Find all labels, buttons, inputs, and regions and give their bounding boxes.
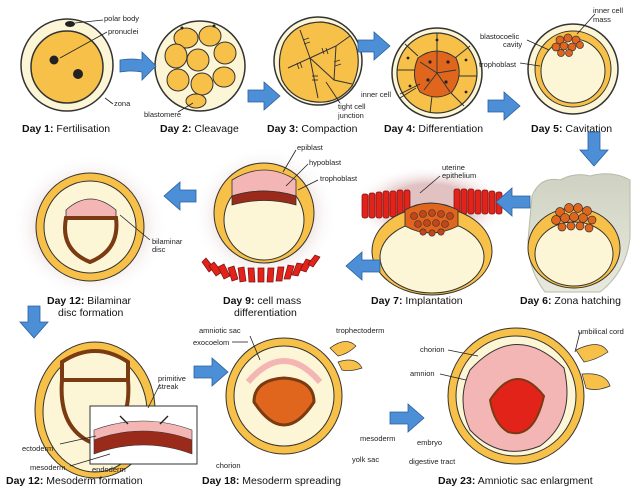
stage-day7-implantation — [352, 166, 508, 296]
umbilical-cord — [575, 344, 611, 390]
flow-arrows — [19, 31, 609, 433]
trophectoderm-villi — [329, 341, 363, 372]
label-primitive-streak: primitive — [158, 374, 186, 383]
label-blastocoelic-cavity: cavity — [503, 40, 522, 49]
arrow-right-icon — [487, 91, 521, 121]
label-mesoderm: mesoderm — [30, 463, 65, 472]
label-tight-cell-junction: junction — [337, 111, 364, 120]
caption-day9: Day 9: cell mass — [223, 295, 301, 307]
inner-cell-mass — [551, 33, 584, 57]
label-trophectoderm: trophectoderm — [336, 326, 384, 335]
caption-day7: Day 7: Implantation — [371, 295, 463, 307]
stage-day23-amniotic-sac-enlargment — [439, 327, 611, 465]
arrow-down-icon — [579, 131, 609, 167]
arrow-right-icon — [389, 403, 425, 433]
label-yolk-sac: yolk sac — [352, 455, 379, 464]
label-primitive-streak: streak — [158, 382, 179, 391]
label-tight-cell-junction: tight cell — [338, 102, 366, 111]
label-blastocoelic-cavity: blastocoelic — [480, 32, 519, 41]
label-trophoblast: trophoblast — [320, 174, 358, 183]
stage-day6-zona-hatching — [527, 173, 631, 293]
arrow-left-icon — [345, 251, 381, 281]
stage-day12-bilaminar — [12, 155, 168, 299]
label-ectoderm: ectoderm — [22, 444, 53, 453]
stage-day18-mesoderm-spreading — [225, 335, 363, 455]
label-pronuclei: pronuclei — [108, 27, 139, 36]
caption-day23: Day 23: Amniotic sac enlargment — [438, 475, 593, 487]
label-mesoderm: mesoderm — [360, 434, 395, 443]
caption-day3: Day 3: Compaction — [267, 123, 358, 135]
caption-day6: Day 6: Zona hatching — [520, 295, 621, 307]
stage-day3-compaction — [273, 16, 363, 106]
arrow-left-icon — [163, 181, 197, 211]
stage-day1-fertilisation — [20, 18, 114, 112]
caption-day5: Day 5: Cavitation — [531, 123, 612, 135]
label-bilaminar-disc: disc — [152, 245, 166, 254]
polar-body — [65, 21, 75, 27]
label-zona: zona — [114, 99, 131, 108]
stage-day9-cell-mass-differentiation — [193, 147, 337, 283]
stage-day5-cavitation — [519, 13, 619, 115]
caption-day12-mesoderm: Day 12: Mesoderm formation — [6, 475, 143, 487]
caption-day9-line2: differentiation — [234, 307, 297, 319]
caption-day12: Day 12: Bilaminar — [47, 295, 132, 307]
yolk-sac — [63, 216, 119, 265]
caption-day1: Day 1: Fertilisation — [22, 123, 110, 135]
label-trophoblast: trophoblast — [479, 60, 517, 69]
arrow-right-icon — [357, 31, 391, 61]
label-chorion: chorion — [420, 345, 445, 354]
label-umbilical-cord: umbilical cord — [578, 327, 624, 336]
arrow-left-icon — [495, 187, 531, 217]
stage-day4-differentiation — [391, 27, 483, 119]
arrow-right-icon — [193, 357, 229, 387]
label-polar-body: polar body — [104, 14, 139, 23]
stage-day12-mesoderm-formation — [34, 341, 198, 479]
pronucleus — [73, 69, 83, 79]
label-digestive-tract: digestive tract — [409, 457, 456, 466]
zygote-cell — [30, 30, 104, 104]
label-inner-cell-mass: inner cell — [593, 6, 623, 15]
label-chorion: chorion — [216, 461, 241, 470]
label-embryo: embryo — [417, 438, 442, 447]
arrow-right-icon — [119, 51, 157, 81]
label-exocoelom: exocoelom — [193, 338, 229, 347]
label-endoderm: endoderm — [92, 465, 126, 474]
hypoblast — [231, 190, 297, 206]
stage-day2-cleavage — [154, 20, 246, 113]
label-uterine-epithelium: uterine — [442, 163, 465, 172]
label-bilaminar-disc: bilaminar — [152, 237, 183, 246]
label-inner-cell-mass: mass — [593, 15, 611, 24]
uterine-wall — [201, 254, 321, 283]
caption-day4: Day 4: Differentiation — [384, 123, 483, 135]
label-epiblast: epiblast — [297, 143, 324, 152]
label-uterine-epithelium: epithelium — [442, 171, 476, 180]
caption-day12-line2: disc formation — [58, 307, 124, 319]
inner-cell-mass — [551, 203, 597, 233]
label-inner-cell: inner cell — [361, 90, 391, 99]
caption-day2: Day 2: Cleavage — [160, 123, 239, 135]
captions: Day 1: Fertilisation Day 2: Cleavage Day… — [6, 123, 621, 487]
label-hypoblast: hypoblast — [309, 158, 342, 167]
caption-day18: Day 18: Mesoderm spreading — [202, 475, 341, 487]
label-blastomere: blastomere — [144, 110, 181, 119]
arrow-down-icon — [19, 305, 49, 339]
labels: polar body pronuclei zona blastomere tig… — [22, 6, 624, 474]
arrow-right-icon — [247, 81, 281, 111]
label-amnion: amnion — [410, 369, 435, 378]
label-amniotic-sac: amniotic sac — [199, 326, 241, 335]
pronucleus — [49, 55, 59, 65]
